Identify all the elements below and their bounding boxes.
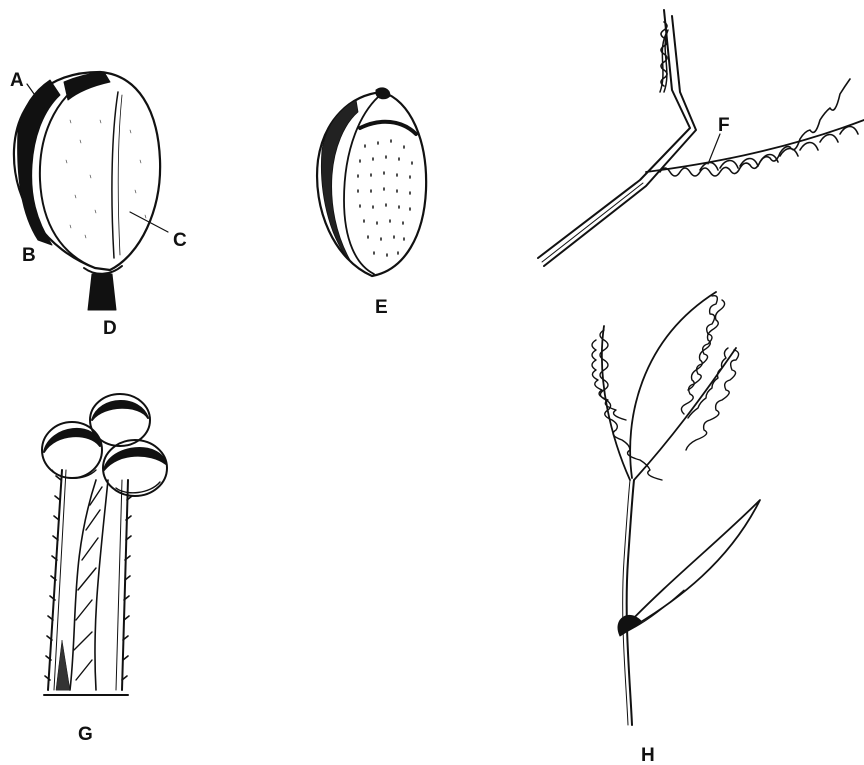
raceme-spikelets: [592, 296, 739, 480]
raceme-detail: [538, 10, 864, 266]
grain-stipple: [358, 140, 412, 256]
label-b: B: [22, 246, 36, 265]
spikelet-front-view: [14, 72, 168, 310]
label-f: F: [718, 116, 730, 135]
grain-view: [317, 88, 426, 276]
label-g: G: [78, 725, 93, 744]
stamens-pedicel-view: [42, 394, 167, 695]
label-a: A: [10, 71, 24, 90]
label-h: H: [641, 746, 655, 765]
whole-inflorescence: [592, 292, 760, 725]
label-c: C: [173, 231, 187, 250]
label-e: E: [375, 298, 388, 317]
label-d: D: [103, 319, 117, 338]
